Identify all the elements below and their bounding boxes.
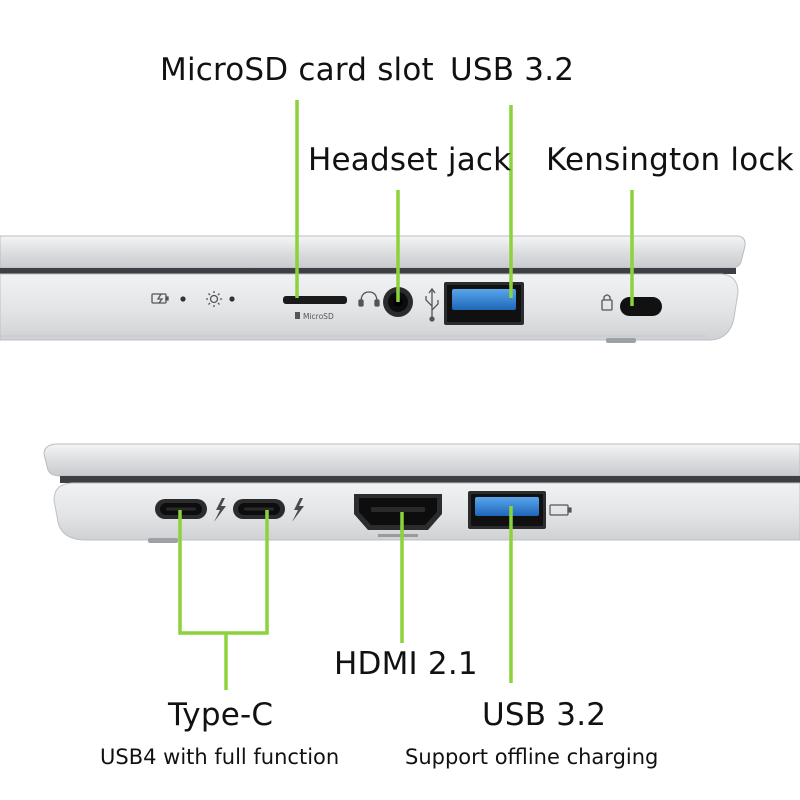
hdmi-logo-mark xyxy=(378,534,418,537)
sd-card-icon xyxy=(295,312,300,319)
laptop-right-side: MicroSD xyxy=(0,235,746,343)
power-led xyxy=(229,296,235,302)
usb-bottom-callout-label: USB 3.2 xyxy=(482,697,607,733)
thunderbolt-icon xyxy=(292,498,304,522)
thunderbolt-icon xyxy=(214,498,226,522)
rubber-foot xyxy=(606,338,636,343)
microsd-callout-label: MicroSD card slot xyxy=(160,52,434,88)
hdmi-callout-label: HDMI 2.1 xyxy=(334,646,478,682)
lock-icon xyxy=(601,294,613,311)
headset-callout-label: Headset jack xyxy=(308,142,512,178)
lid-seam xyxy=(0,268,736,274)
power-indicator-icon xyxy=(206,291,222,307)
usb-top-callout-label: USB 3.2 xyxy=(450,52,575,88)
usb-bottom-sub-label: Support offline charging xyxy=(405,745,659,769)
laptop-lid xyxy=(0,235,746,269)
microsd-port-text: MicroSD xyxy=(303,312,334,321)
laptop-base xyxy=(0,273,739,341)
rubber-foot xyxy=(148,538,178,543)
headset-icon xyxy=(358,291,380,307)
kensington-callout-label: Kensington lock xyxy=(546,142,794,178)
type-c-callout-bracket xyxy=(178,510,269,635)
callout-lines xyxy=(178,100,634,690)
usb-charge-icon xyxy=(549,504,572,516)
battery-led xyxy=(180,296,186,302)
microsd-slot xyxy=(283,296,347,304)
type-c-sub-label: USB4 with full function xyxy=(100,745,340,769)
type-c-callout-label: Type-C xyxy=(168,697,274,733)
battery-indicator-icon xyxy=(151,293,169,304)
usb-symbol-icon xyxy=(425,287,439,322)
kensington-lock-slot xyxy=(620,297,662,316)
lid-seam xyxy=(60,476,800,483)
laptop-lid xyxy=(43,443,800,477)
laptop-left-side xyxy=(43,443,800,543)
